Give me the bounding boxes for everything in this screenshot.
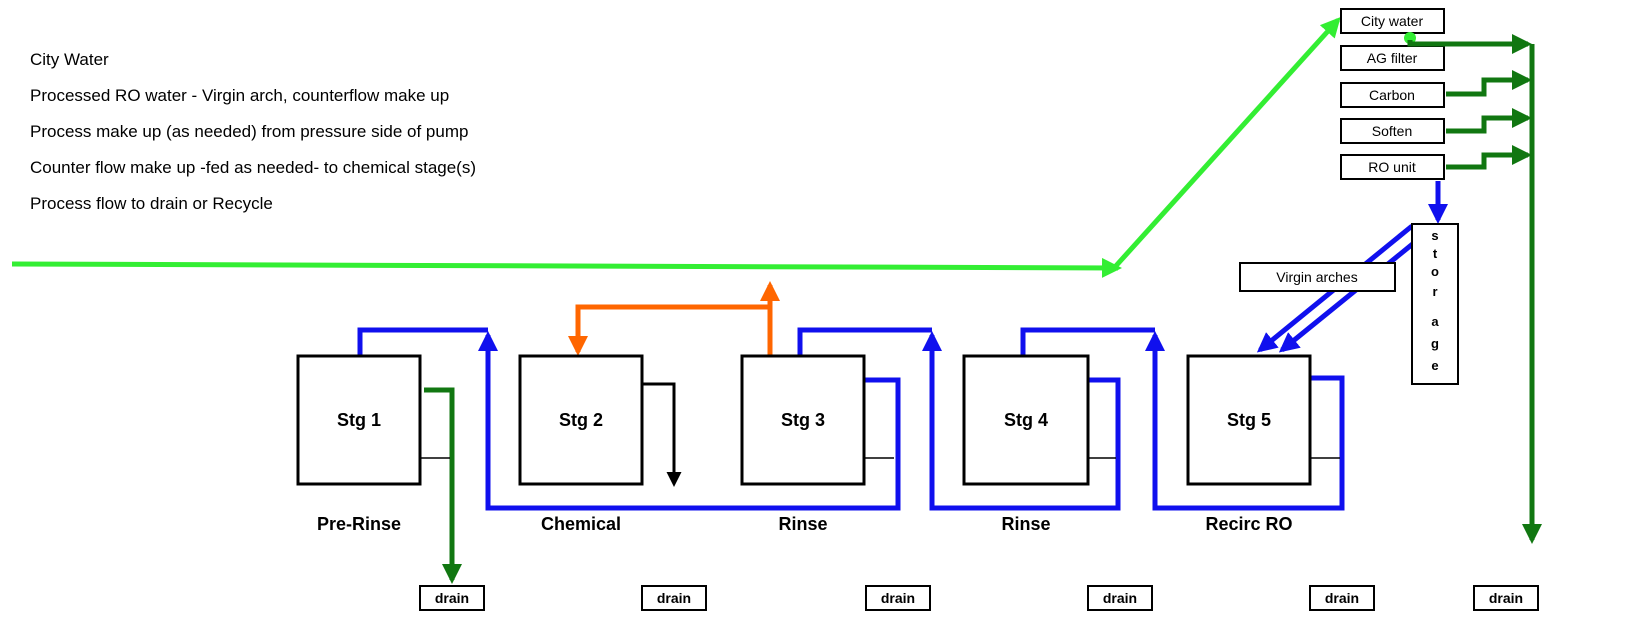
stage-2-tank (518, 354, 644, 486)
stage-1-tank (296, 354, 422, 486)
stage-2-drain-flow (642, 382, 682, 487)
process-makeup-lines (424, 34, 1542, 584)
drain-box-4 (1087, 585, 1153, 611)
stage-3: Stg 3 Rinse (740, 354, 894, 534)
stage-1-label: Stg 1 (337, 410, 381, 430)
storage-letters: s t o r a g e (1431, 228, 1439, 373)
stage-4: Stg 4 Rinse (962, 354, 1116, 534)
storage-letter: e (1431, 358, 1438, 373)
drain-label-1: drain (435, 590, 469, 606)
stage-2-caption: Chemical (541, 514, 621, 534)
city-water-junction (1404, 32, 1416, 44)
drain-label-5: drain (1325, 590, 1359, 606)
ag-filter-box (1340, 45, 1445, 71)
storage-tank (1411, 223, 1459, 385)
stage-3-tank (740, 354, 866, 486)
virgin-arches-box (1239, 262, 1396, 292)
drain-box-2 (641, 585, 707, 611)
stage-4-caption: Rinse (1001, 514, 1050, 534)
stage-5-tank (1186, 354, 1312, 486)
counter-flow-line (568, 281, 780, 356)
storage-letter: t (1433, 246, 1438, 261)
city-water-box (1340, 8, 1445, 34)
stage-5: Stg 5 Recirc RO (1186, 354, 1340, 534)
city-water-line (11, 17, 1341, 278)
stage-3-label: Stg 3 (781, 410, 825, 430)
virgin-arches-label: Virgin arches (1276, 269, 1357, 285)
drain-box-1 (419, 585, 485, 611)
treatment-train: City water AG filter Carbon Soften RO un… (1340, 8, 1445, 180)
drains: drain drain drain drain drain drain (419, 585, 1539, 611)
city-water-box-label: City water (1361, 13, 1424, 29)
storage-letter: a (1431, 314, 1439, 329)
soften-box (1340, 118, 1445, 144)
stage-4-label: Stg 4 (1004, 410, 1048, 430)
storage-letter: s (1431, 228, 1438, 243)
carbon-box-label: Carbon (1369, 87, 1415, 103)
legend-process-drain: Process flow to drain or Recycle (30, 194, 273, 213)
soften-box-label: Soften (1372, 123, 1412, 139)
stage-4-tank (962, 354, 1090, 486)
drain-box-6 (1473, 585, 1539, 611)
drain-box-5 (1309, 585, 1375, 611)
stage-2: Stg 2 Chemical (518, 354, 644, 534)
stage-5-label: Stg 5 (1227, 410, 1271, 430)
stage-3-caption: Rinse (778, 514, 827, 534)
stage-1-caption: Pre-Rinse (317, 514, 401, 534)
carbon-box (1340, 82, 1445, 108)
drain-label-4: drain (1103, 590, 1137, 606)
legend-city-water: City Water (30, 50, 109, 69)
storage-letter: o (1431, 264, 1439, 279)
storage-letter: r (1432, 284, 1437, 299)
stage-5-caption: Recirc RO (1205, 514, 1292, 534)
stage-2-label: Stg 2 (559, 410, 603, 430)
ag-filter-box-label: AG filter (1367, 50, 1418, 66)
drain-label-6: drain (1489, 590, 1523, 606)
drain-box-3 (865, 585, 931, 611)
drain-label-3: drain (881, 590, 915, 606)
ro-unit-box-label: RO unit (1368, 159, 1416, 175)
ro-unit-box (1340, 154, 1445, 180)
legend-processed-ro: Processed RO water - Virgin arch, counte… (30, 86, 450, 105)
legend-process-makeup: Process make up (as needed) from pressur… (30, 122, 469, 141)
drain-label-2: drain (657, 590, 691, 606)
stage-1: Stg 1 Pre-Rinse (296, 354, 450, 534)
legend-counter-flow: Counter flow make up -fed as needed- to … (30, 158, 477, 177)
storage-letter: g (1431, 336, 1439, 351)
